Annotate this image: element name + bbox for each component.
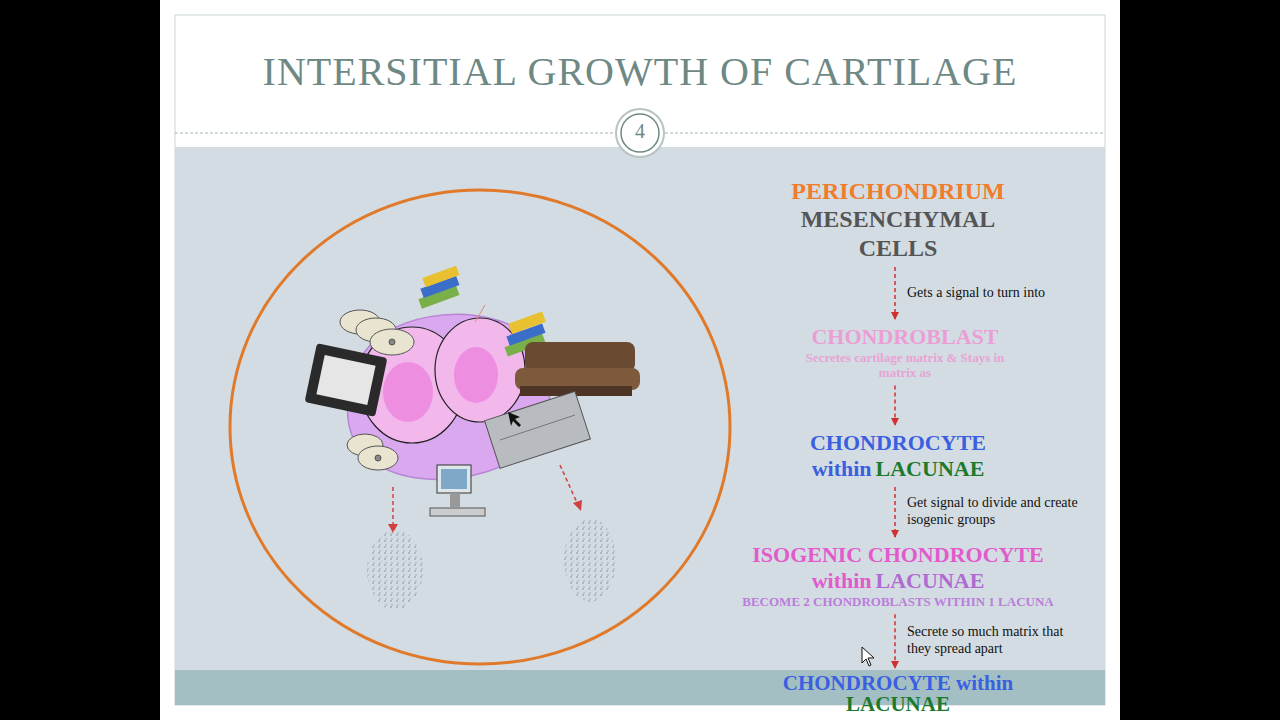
stage-text: LACUNAE (876, 456, 985, 481)
source-cells: PERICHONDRIUMMESENCHYMAL CELLS (758, 175, 1038, 264)
stage-text: Secretes cartilage matrix & Stays in mat… (788, 350, 1023, 381)
slide-number: 4 (620, 120, 660, 143)
stage-heading: CHONDROBLAST (779, 324, 1031, 350)
fridge-icon (485, 391, 591, 468)
stage-arrow (894, 267, 896, 319)
stage-text: BECOME 2 CHONDROBLASTS WITHIN 1 LACUNA (723, 594, 1073, 609)
cartilage-outline (230, 190, 730, 664)
content-panel (175, 147, 1105, 670)
stage-arrow (894, 614, 896, 668)
arrow-label: Get signal to divide and create isogenic… (907, 495, 1082, 529)
stage-heading: PERICHONDRIUM (762, 177, 1034, 205)
chondroblast-stage: CHONDROBLASTSecretes cartilage matrix & … (775, 322, 1035, 383)
isogenic-stage: ISOGENIC CHONDROCYTE within LACUNAE BECO… (718, 540, 1078, 611)
footer-band (175, 670, 1105, 705)
stage-arrow (894, 487, 896, 537)
arrow-label: Secrete so much matrix that they spread … (907, 624, 1082, 658)
lacuna-speckled (367, 530, 423, 610)
stage-heading: CHONDROCYTE within (783, 671, 1013, 695)
number-badge (616, 109, 664, 157)
stage-text: LACUNAE (876, 568, 985, 593)
books-icon (418, 266, 545, 357)
sofa-icon (515, 342, 640, 396)
stage-text: MESENCHYMAL CELLS (762, 205, 1034, 262)
stage-text: LACUNAE (846, 692, 950, 716)
tv-icon (305, 343, 388, 417)
pointer-arrow (508, 412, 521, 427)
daughter-arrows (393, 465, 578, 525)
computer-icon (430, 465, 485, 516)
stage-arrow (894, 386, 896, 425)
arrow-label: Gets a signal to turn into (907, 285, 1082, 302)
slide-title: INTERSITIAL GROWTH OF CARTILAGE (180, 48, 1100, 95)
chondrocyte-stage: CHONDROCYTE within LACUNAE (786, 428, 1011, 484)
final-chondrocyte-stage: CHONDROCYTE within LACUNAE (748, 671, 1048, 718)
lacuna-speckled (564, 518, 616, 602)
daughter-arrowheads (388, 500, 582, 533)
number-badge-ring (621, 114, 659, 152)
slide-frame (175, 15, 1105, 705)
mouse-cursor (862, 647, 874, 666)
